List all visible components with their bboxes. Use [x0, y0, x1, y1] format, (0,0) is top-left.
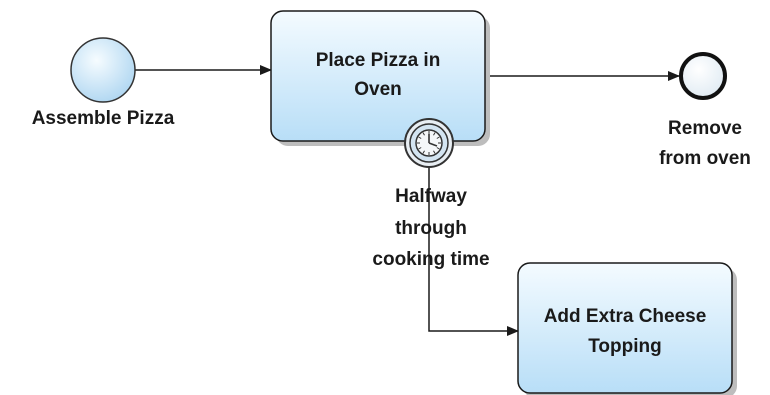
- task-add-extra-cheese-topping[interactable]: [517, 262, 737, 395]
- end-event-label-line2: from oven: [659, 148, 751, 169]
- end-event[interactable]: [679, 52, 727, 100]
- start-event-label: Assemble Pizza: [32, 108, 175, 129]
- timer-label-line3: cooking time: [372, 249, 489, 270]
- start-event[interactable]: [70, 37, 136, 103]
- end-event-label-line1: Remove: [668, 118, 742, 139]
- timer-label-line1: Halfway: [395, 186, 467, 207]
- timer-label-line2: through: [395, 218, 467, 239]
- flow-timer-to-cheese: [428, 157, 519, 336]
- task-cheese-label-line2: Topping: [588, 336, 662, 357]
- task-cheese-label-line1: Add Extra Cheese: [544, 306, 707, 327]
- task-place-pizza-in-oven[interactable]: [270, 10, 490, 146]
- task-oven-label-line1: Place Pizza in: [316, 50, 441, 71]
- timer-event-clock-icon[interactable]: [404, 118, 454, 168]
- task-oven-label-line2: Oven: [354, 79, 402, 100]
